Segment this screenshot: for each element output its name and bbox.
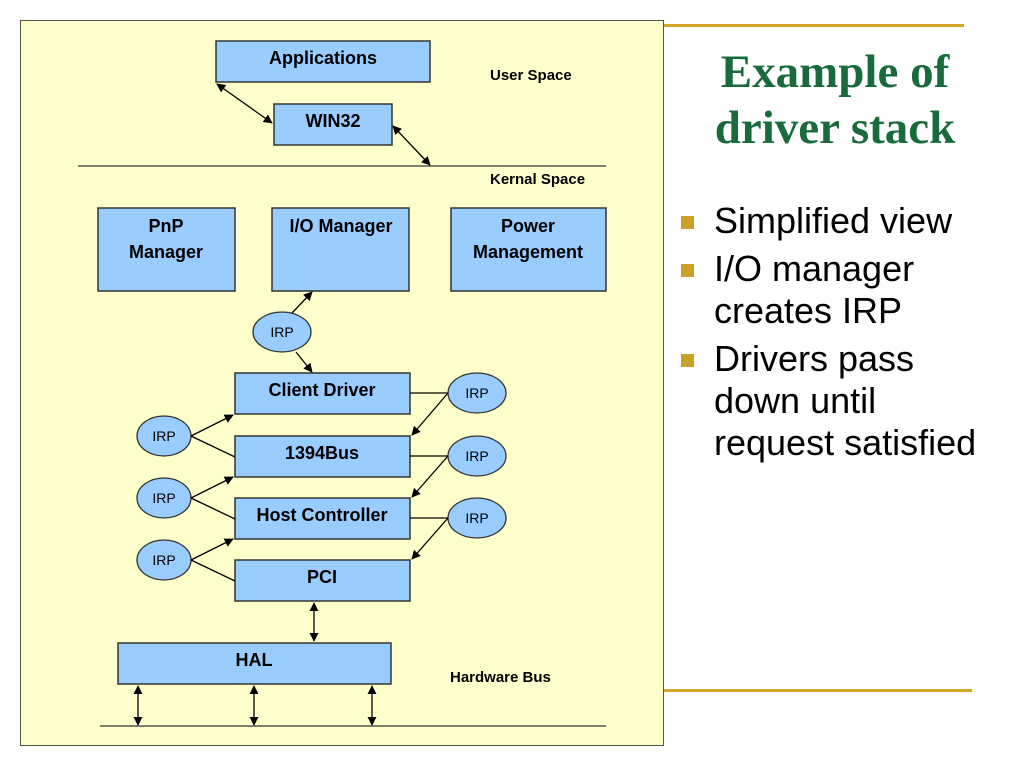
win32-label: WIN32 [305,111,360,131]
irp-right-3: IRP [447,497,507,539]
win32-box: WIN32 [273,103,393,146]
title-line-2: driver stack [714,102,956,154]
bullet-square-icon [681,354,694,367]
applications-box: Applications [215,40,431,83]
irp-right-2-down-arrow [411,455,449,498]
irp-left-3-link [190,559,236,582]
irp-left-2: IRP [136,477,192,519]
power-label-line1: Power [501,216,555,236]
irp-label: IRP [152,490,175,506]
bullet-text: Simplified view [714,200,953,241]
irp-left-3: IRP [136,539,192,581]
power-management-box: Power Management [450,207,607,292]
irp-to-io-arrow [291,291,313,314]
title-line-1: Example of [720,46,950,98]
bus-1394-label: 1394Bus [285,443,359,463]
host-controller-label: Host Controller [256,505,387,525]
irp-left-2-link [190,497,236,520]
irp-left-2-up-arrow [190,476,234,499]
irp-left-3-up-arrow [190,538,234,561]
irp-label: IRP [465,510,488,526]
client-driver-box: Client Driver [234,372,411,415]
irp-io-ellipse: IRP [252,311,312,353]
irp-label: IRP [465,448,488,464]
host-controller-box: Host Controller [234,497,411,540]
client-driver-label: Client Driver [268,380,375,400]
hal-label: HAL [236,650,273,670]
irp-left-1-link [190,435,236,458]
irp-label: IRP [465,385,488,401]
bus-1394-box: 1394Bus [234,435,411,478]
bullet-text: Drivers pass down until request satisfie… [714,338,977,463]
irp-left-1-up-arrow [190,414,234,437]
irp-right-2: IRP [447,435,507,477]
bullet-item: Drivers pass down until request satisfie… [678,338,998,464]
top-accent-line [664,24,964,27]
pci-label: PCI [307,567,337,587]
bullet-square-icon [681,264,694,277]
pci-box: PCI [234,559,411,602]
irp-right-1: IRP [447,372,507,414]
irp-right-3-down-arrow [411,517,449,560]
hardware-bus-label: Hardware Bus [450,669,551,686]
irp-label: IRP [152,552,175,568]
pnp-label-line2: Manager [129,242,203,262]
bullet-item: Simplified view [678,200,998,242]
power-label-line2: Management [473,242,583,262]
user-space-label: User Space [490,67,572,84]
win32-kernel-arrow [392,125,431,166]
applications-label: Applications [269,48,377,68]
irp-right-1-down-arrow [411,392,449,436]
pnp-manager-box: PnP Manager [97,207,236,292]
apps-win32-arrow [216,83,273,124]
bullet-list: Simplified view I/O manager creates IRP … [678,200,998,470]
irp-label: IRP [152,428,175,444]
bottom-accent-line [664,689,972,692]
irp-label: IRP [270,324,293,340]
bullet-text: I/O manager creates IRP [714,248,915,331]
bullet-item: I/O manager creates IRP [678,248,998,332]
bullet-square-icon [681,216,694,229]
slide-title: Example of driver stack [680,44,990,156]
pnp-label-line1: PnP [148,216,183,236]
io-manager-box: I/O Manager [271,207,410,292]
io-manager-label: I/O Manager [289,216,392,236]
kernel-space-label: Kernal Space [490,171,585,188]
irp-to-client-arrow [295,351,313,373]
hal-box: HAL [117,642,392,685]
irp-left-1: IRP [136,415,192,457]
